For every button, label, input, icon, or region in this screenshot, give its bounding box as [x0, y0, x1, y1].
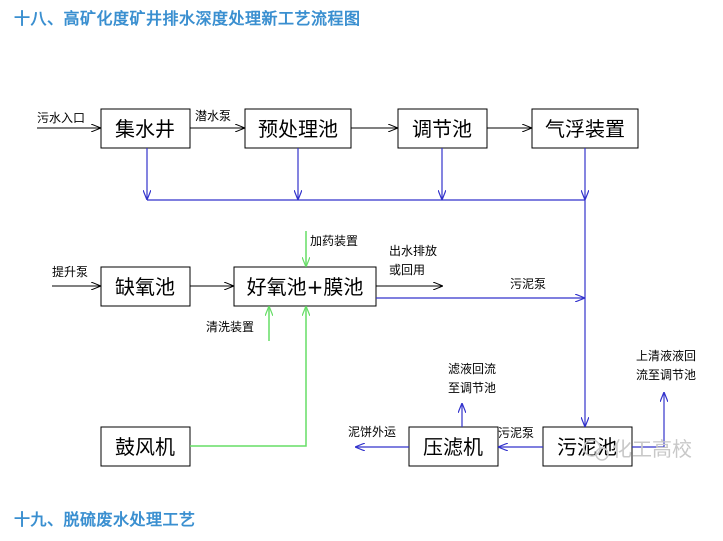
box-collect-well: 集水井: [100, 108, 191, 149]
wechat-logo-icon: [583, 439, 609, 461]
label-sludge-pump-top: 污泥泵: [510, 277, 546, 291]
label-cake-out: 泥饼外运: [348, 425, 396, 439]
label-filtrate-line1: 滤液回流: [448, 361, 496, 376]
box-blower-label: 鼓风机: [115, 435, 175, 459]
box-collect-well-label: 集水井: [115, 117, 175, 141]
label-submersible-pump: 潜水泵: [195, 109, 231, 123]
watermark: 化工高校: [583, 437, 692, 461]
box-anoxic-tank-label: 缺氧池: [115, 275, 175, 299]
label-outlet-line2: 或回用: [389, 263, 425, 277]
box-filter-press-label: 压滤机: [423, 435, 483, 459]
label-filtrate-line2: 至调节池: [448, 381, 496, 395]
label-supernatant-line1: 上清液液回: [636, 348, 696, 363]
label-dosing: 加药装置: [310, 234, 358, 248]
label-supernatant-line2: 流至调节池: [636, 368, 696, 382]
box-anoxic-tank: 缺氧池: [100, 266, 191, 307]
box-pretreat-tank-label: 预处理池: [258, 117, 338, 141]
box-adjust-tank-label: 调节池: [412, 117, 472, 141]
label-lift-pump: 提升泵: [52, 264, 88, 279]
label-sludge-pump-bottom: 污泥泵: [498, 426, 534, 440]
section-18-title: 十八、高矿化度矿井排水深度处理新工艺流程图: [14, 9, 361, 28]
box-flotation-label: 气浮装置: [545, 117, 625, 141]
box-adjust-tank: 调节池: [397, 108, 488, 149]
box-aerobic-membrane-label: 好氧池+膜池: [247, 275, 364, 299]
label-cleaning: 清洗装置: [206, 320, 254, 334]
label-inlet: 污水入口: [37, 111, 85, 125]
box-filter-press: 压滤机: [408, 426, 499, 467]
box-sludge-tank: 污泥池: [542, 426, 633, 467]
box-pretreat-tank: 预处理池: [244, 108, 352, 149]
box-blower: 鼓风机: [100, 426, 191, 467]
label-outlet-line1: 出水排放: [389, 243, 437, 258]
box-flotation: 气浮装置: [531, 108, 639, 149]
watermark-text: 化工高校: [612, 437, 692, 461]
section-19-title: 十九、脱硫废水处理工艺: [14, 510, 196, 529]
box-aerobic-membrane: 好氧池+膜池: [233, 266, 377, 307]
green-air-supply-line: [190, 307, 306, 447]
